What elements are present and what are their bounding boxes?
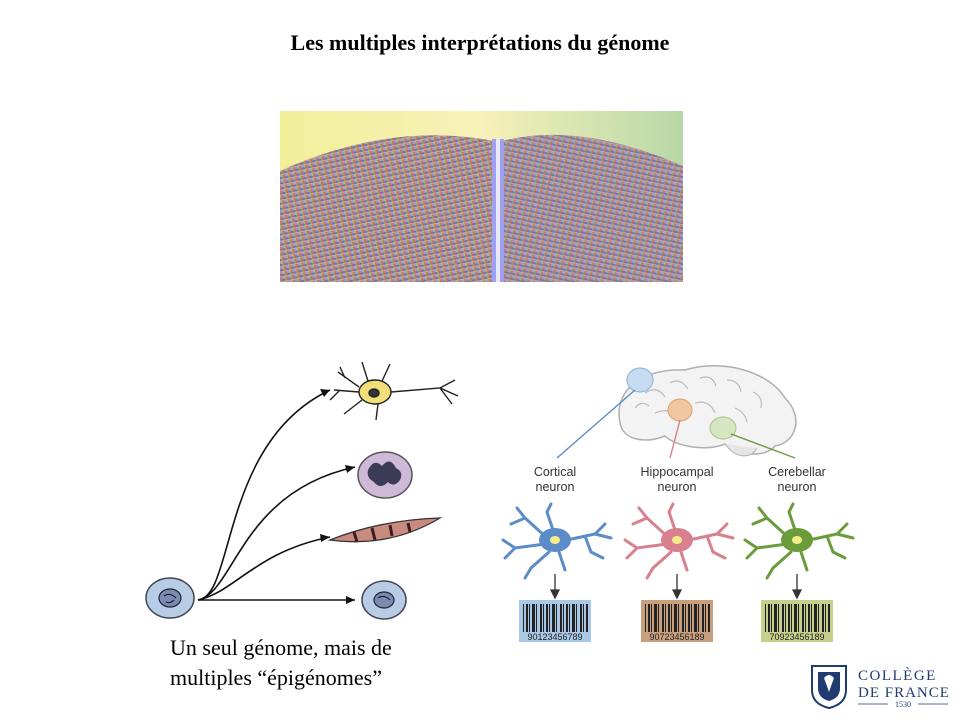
- college-de-france-logo: COLLÈGE DE FRANCE 1530: [811, 665, 950, 710]
- stem-cell: [145, 577, 195, 619]
- logo-line-2: DE FRANCE: [858, 685, 950, 701]
- barcode-cortical: 90123456789: [519, 600, 591, 642]
- genome-book-image: [280, 111, 683, 282]
- region-sublabel-cortical: neuron: [536, 480, 575, 494]
- cell-differentiation-diagram: [140, 352, 480, 632]
- slide-title: Les multiples interprétations du génome: [290, 30, 670, 55]
- barcode-cerebellar: 70923456189: [761, 600, 833, 642]
- region-label-cortical: Cortical: [534, 465, 576, 479]
- barcode-number-hippocampal: 90723456189: [649, 632, 704, 642]
- region-label-hippocampal: Hippocampal: [641, 465, 714, 479]
- region-sublabel-hippocampal: neuron: [658, 480, 697, 494]
- neutrophil-cell: [357, 451, 413, 499]
- logo-line-1: COLLÈGE: [858, 667, 937, 684]
- region-label-cerebellar: Cerebellar: [768, 465, 826, 479]
- brain-illustration: [618, 365, 797, 457]
- daughter-cell: [361, 580, 407, 620]
- shield-icon: [811, 665, 847, 710]
- neuron-cortical: [501, 502, 613, 580]
- caption-line-2: multiples “épigénomes”: [170, 665, 382, 690]
- neuron-hippocampal: [623, 502, 735, 580]
- region-sublabel-cerebellar: neuron: [778, 480, 817, 494]
- barcode-number-cortical: 90123456789: [527, 632, 582, 642]
- muscle-cell: [327, 517, 443, 543]
- barcode-hippocampal: 90723456189: [641, 600, 713, 642]
- brain-epigenome-diagram: Cortical neuron Hippocampal neuron Cereb…: [495, 348, 870, 654]
- neuron-cerebellar: [743, 502, 855, 580]
- barcode-number-cerebellar: 70923456189: [769, 632, 824, 642]
- caption-line-1: Un seul génome, mais de: [170, 635, 392, 660]
- neuron-cell: [329, 361, 459, 421]
- logo-year: 1530: [895, 700, 911, 709]
- slide-caption: Un seul génome, mais de multiples “épigé…: [170, 633, 392, 693]
